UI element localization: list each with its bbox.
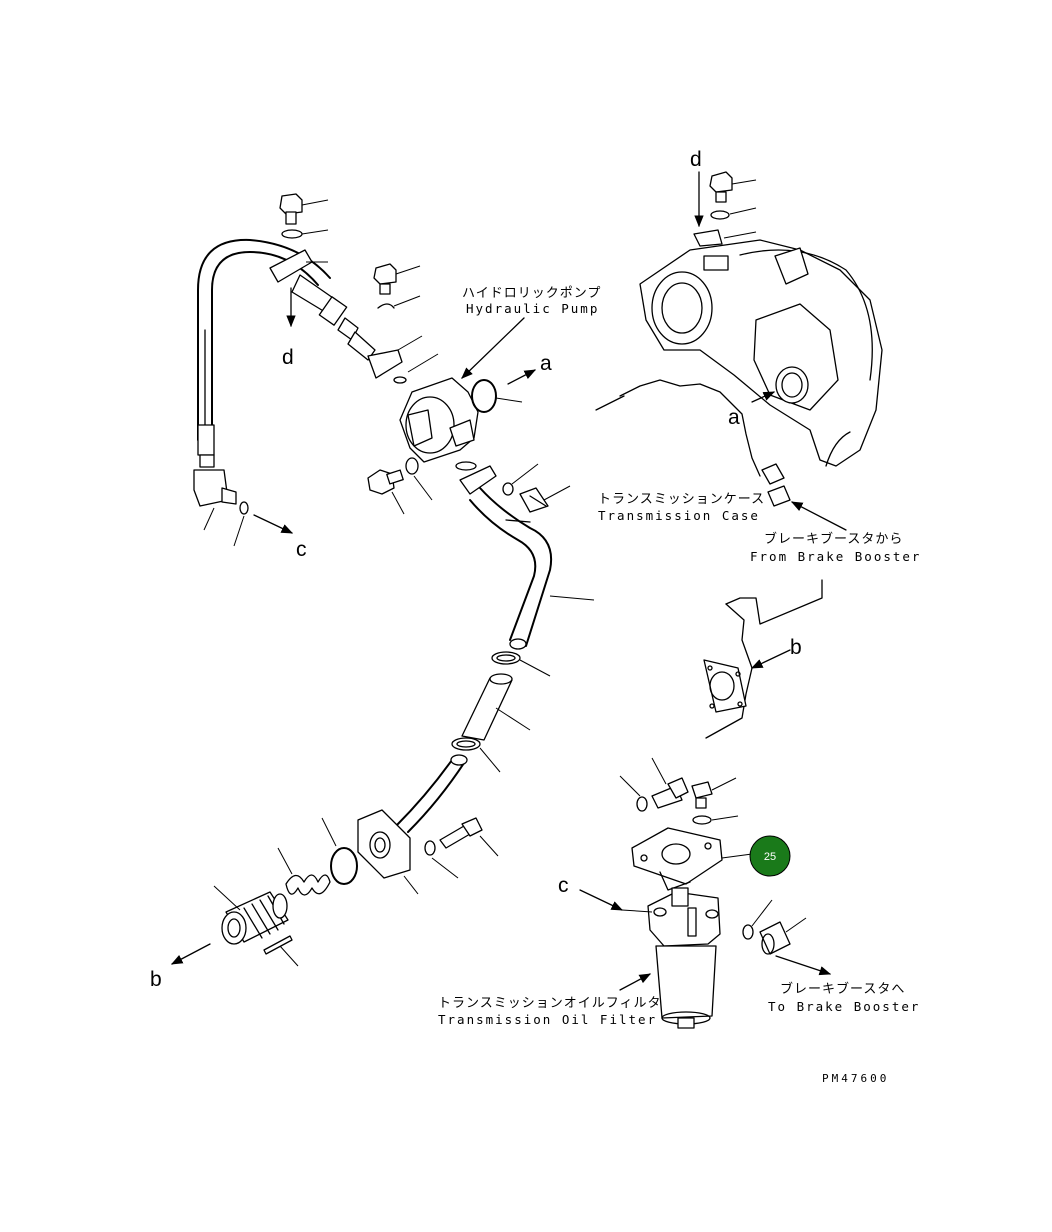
to-brake-booster-label-jp: ブレーキブースタへ xyxy=(780,981,905,997)
hydraulic-pump-label-jp: ハイドロリックポンプ xyxy=(462,286,601,301)
connection-c-right: c xyxy=(558,874,653,913)
from-brake-booster-label-en: From Brake Booster xyxy=(750,549,921,564)
drawing-code: PM47600 xyxy=(822,1072,889,1085)
connection-a-pump: a xyxy=(507,352,552,385)
part-number-badge-text[interactable]: 25 xyxy=(764,851,776,863)
connection-letter-a-right: a xyxy=(728,406,740,429)
from-brake-booster-label: ブレーキブースタから From Brake Booster xyxy=(750,501,921,564)
to-brake-booster-label-en: To Brake Booster xyxy=(768,999,920,1014)
hydraulic-pump-label: ハイドロリックポンプ Hydraulic Pump xyxy=(461,286,601,379)
connection-letter-d: d xyxy=(282,346,294,369)
filter-bracket-bolts xyxy=(619,757,739,825)
connection-letter-a: a xyxy=(540,352,552,375)
transmission-case-label: トランスミッションケース Transmission Case xyxy=(598,492,765,523)
connection-letter-d-right: d xyxy=(690,148,702,171)
suction-tube xyxy=(459,463,595,650)
lower-suction-pipe xyxy=(395,754,468,833)
transmission-case-label-en: Transmission Case xyxy=(598,508,760,523)
connection-letter-c: c xyxy=(296,538,307,561)
transmission-oil-filter xyxy=(647,887,807,1029)
rubber-hose xyxy=(461,673,531,741)
hose-clamp-upper xyxy=(491,651,551,677)
connection-letter-c-right: c xyxy=(558,874,569,897)
hydraulic-pump-label-en: Hydraulic Pump xyxy=(466,301,599,316)
pressure-hose-assembly xyxy=(193,238,376,515)
brake-booster-inlet-fitting xyxy=(761,463,791,507)
connection-d-left: d xyxy=(282,287,296,369)
transmission-oil-filter-label-en: Transmission Oil Filter xyxy=(438,1012,657,1027)
transmission-oil-filter-label-jp: トランスミッションオイルフィルタ xyxy=(438,996,661,1011)
hose-clamp-bolt-group xyxy=(279,193,329,263)
connection-letter-b: b xyxy=(150,968,162,991)
hydraulic-pump xyxy=(393,376,523,471)
part-number-badge-circle[interactable] xyxy=(749,835,791,877)
small-bolt-group xyxy=(367,263,439,379)
strainer-spring xyxy=(277,847,331,896)
filter-bracket xyxy=(631,827,753,891)
strainer-pin xyxy=(263,935,299,967)
strainer-element xyxy=(213,885,289,945)
hose-clamp-lower xyxy=(451,737,501,773)
strainer-bolt xyxy=(424,817,499,879)
case-bolt-group: d xyxy=(690,148,757,247)
strainer-o-ring xyxy=(321,817,358,885)
strainer-case xyxy=(357,809,419,895)
transmission-oil-filter-label: トランスミッションオイルフィルタ Transmission Oil Filter xyxy=(438,973,661,1027)
connection-c-left: c xyxy=(203,507,307,561)
from-brake-booster-label-jp: ブレーキブースタから xyxy=(764,531,903,547)
to-brake-booster-label: ブレーキブースタへ To Brake Booster xyxy=(768,955,920,1014)
connection-b-left: b xyxy=(150,943,211,991)
pump-mount-bolt xyxy=(367,457,433,515)
transmission-case-label-jp: トランスミッションケース xyxy=(598,492,765,507)
connection-letter-b-right: b xyxy=(790,636,802,659)
case-lower-section: b xyxy=(703,579,823,739)
connection-a-case: a xyxy=(728,391,776,429)
transmission-case xyxy=(595,239,883,477)
part-number-badge[interactable]: 25 xyxy=(749,835,791,877)
